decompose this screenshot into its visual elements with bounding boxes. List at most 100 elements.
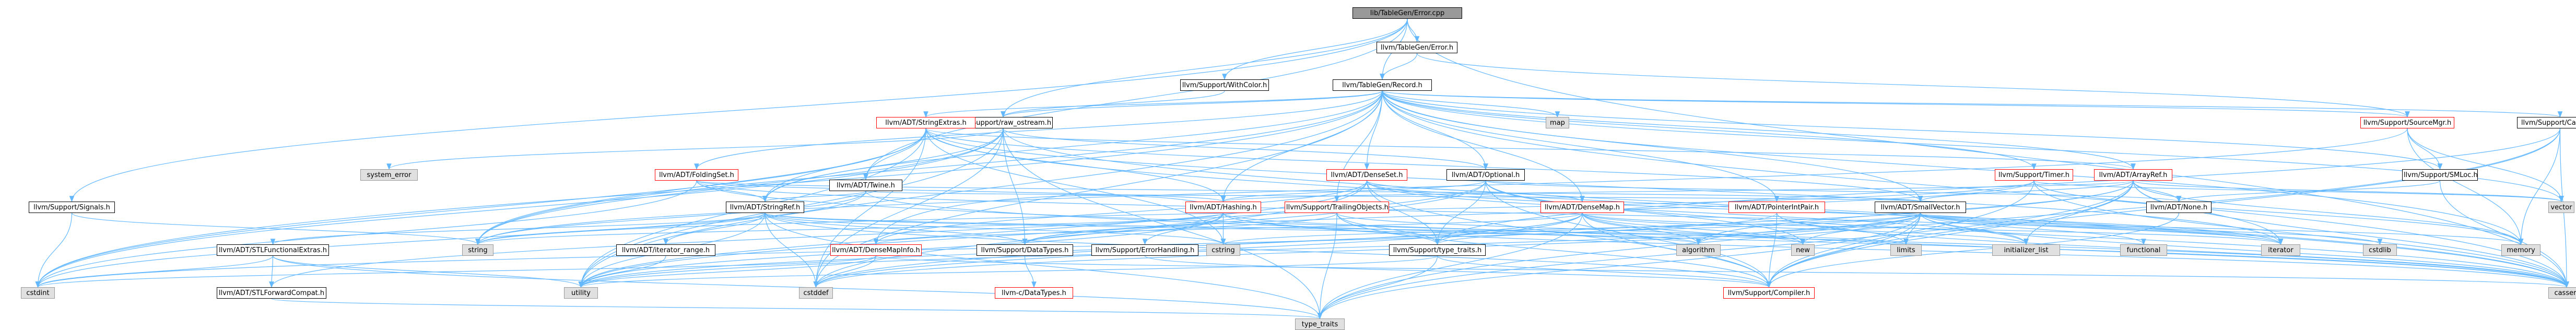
edge-densemap-to-algorithm (1582, 213, 1701, 245)
node-typetraits[interactable]: llvm/Support/type_traits.h (1389, 244, 1486, 256)
node-new: new (1791, 244, 1815, 256)
node-densemap[interactable]: llvm/ADT/DenseMap.h (1540, 202, 1624, 213)
edge-arrayref-to-cstddef (813, 180, 2134, 288)
node-cassert: cassert (2548, 287, 2576, 299)
node-smloc[interactable]: llvm/Support/SMLoc.h (2402, 169, 2478, 181)
edge-stringref-to-type_traits (764, 213, 1323, 320)
node-algorithm: algorithm (1676, 244, 1721, 256)
edge-smallvector-to-cstdlib (1920, 213, 2382, 245)
edge-trailing-to-compiler (1336, 213, 1772, 288)
edge-strext-to-cstdint (35, 128, 926, 288)
edge-twine-to-stringref (762, 191, 866, 203)
edge-typetraits-to-compiler (1437, 255, 1772, 288)
node-label: llvm/TableGen/Record.h (1342, 81, 1422, 89)
node-label: llvm/Support/TrailingObjects.h (1286, 204, 1389, 211)
edge-record-to-cstdint (35, 90, 1383, 288)
edge-typetraits-to-type_traits (1317, 255, 1438, 320)
node-timer[interactable]: llvm/Support/Timer.h (1995, 169, 2073, 181)
edge-record-to-map (1382, 90, 1560, 118)
edge-hashing-to-string (475, 213, 1224, 245)
edge-strext-to-hashing (925, 128, 1226, 203)
edge-rawostream-to-optional (1003, 128, 1488, 170)
node-denseset[interactable]: llvm/ADT/DenseSet.h (1326, 169, 1407, 181)
edge-sourcemgr-to-vector (2407, 128, 2564, 203)
node-cstring: cstring (1206, 244, 1240, 256)
node-withcolor[interactable]: llvm/Support/WithColor.h (1180, 79, 1269, 91)
node-cdatatypes[interactable]: llvm-c/DataTypes.h (995, 287, 1073, 299)
edge-arrayref-to-type_traits (1317, 180, 2134, 320)
node-strext[interactable]: llvm/ADT/StringExtras.h (876, 117, 975, 128)
edge-iterrange-to-utility (578, 255, 666, 288)
node-errhandling[interactable]: llvm/Support/ErrorHandling.h (1091, 244, 1198, 256)
node-trailing[interactable]: llvm/Support/TrailingObjects.h (1285, 202, 1389, 213)
node-ptrintpair[interactable]: llvm/ADT/PointerIntPair.h (1728, 202, 1825, 213)
node-foldingset[interactable]: llvm/ADT/FoldingSet.h (655, 169, 738, 181)
edge-strext-to-arrayref (925, 128, 2136, 170)
node-label: llvm/ADT/DenseMapInfo.h (832, 246, 920, 254)
edge-casting-to-type_traits (1317, 128, 2561, 320)
edge-strext-to-cstddef (813, 128, 926, 288)
node-label: utility (571, 289, 591, 297)
node-label: llvm/TableGen/Error.h (1380, 44, 1454, 52)
node-label: llvm/ADT/StringExtras.h (885, 119, 967, 127)
edge-arrayref-to-smallvector (1918, 180, 2134, 203)
node-initlist: initializer_list (1992, 244, 2060, 256)
node-casting[interactable]: llvm/Support/Casting.h (2517, 117, 2576, 128)
edge-smallvector-to-limits (1903, 213, 1921, 245)
edge-optional-to-utility (578, 180, 1486, 288)
node-stlfunc[interactable]: llvm/ADT/STLFunctionalExtras.h (217, 244, 329, 256)
edge-smallvector-to-cstddef (814, 213, 1921, 288)
node-map: map (1546, 117, 1569, 128)
node-label: llvm/ADT/Hashing.h (1190, 204, 1257, 211)
edge-optional-to-compiler (1485, 180, 1772, 288)
node-datatypes[interactable]: llvm/Support/DataTypes.h (977, 244, 1073, 256)
node-signals[interactable]: llvm/Support/Signals.h (29, 202, 115, 213)
edge-rawostream-to-stringref (762, 128, 1004, 203)
node-smallvector[interactable]: llvm/ADT/SmallVector.h (1875, 202, 1966, 213)
node-rawostream[interactable]: llvm/Support/raw_ostream.h (954, 117, 1053, 128)
edge-stlfwd-to-type_traits (271, 298, 1322, 320)
node-tgerror[interactable]: llvm/TableGen/Error.h (1377, 42, 1457, 53)
node-densemapinfo[interactable]: llvm/ADT/DenseMapInfo.h (830, 244, 922, 256)
edge-smallvector-to-typetraits (1435, 213, 1921, 245)
edge-strext-to-twine (863, 128, 926, 181)
node-label: llvm/Support/type_traits.h (1393, 246, 1482, 254)
node-arrayref[interactable]: llvm/ADT/ArrayRef.h (2094, 169, 2172, 181)
node-record[interactable]: llvm/TableGen/Record.h (1333, 79, 1432, 91)
edge-stringref-to-stlfunc (270, 213, 766, 245)
node-iterrange[interactable]: llvm/ADT/iterator_range.h (616, 244, 715, 256)
edge-strext-to-iterator (925, 128, 2284, 245)
node-label: llvm/Support/raw_ostream.h (955, 119, 1052, 127)
node-label: llvm/ADT/DenseMap.h (1544, 204, 1620, 211)
edge-twine-to-smallvector (865, 191, 1922, 203)
node-utility: utility (564, 287, 598, 299)
node-twine[interactable]: llvm/ADT/Twine.h (829, 180, 902, 191)
edge-denseset-to-utility (578, 180, 1368, 288)
node-none[interactable]: llvm/ADT/None.h (2146, 202, 2212, 213)
edge-tgerror-to-record (1380, 53, 1418, 80)
node-label: llvm/ADT/PointerIntPair.h (1734, 204, 1819, 211)
edge-optional-to-hashing (1220, 180, 1486, 203)
node-label: llvm/ADT/None.h (2150, 204, 2208, 211)
edge-record-to-rawostream (1001, 90, 1383, 118)
edge-timer-to-cassert (2033, 180, 2569, 288)
node-label: limits (1897, 246, 1915, 254)
node-stringref[interactable]: llvm/ADT/StringRef.h (726, 202, 804, 213)
edge-smloc-to-cassert (2439, 180, 2569, 288)
edge-record-to-smloc (1382, 90, 2443, 170)
node-hashing[interactable]: llvm/ADT/Hashing.h (1185, 202, 1261, 213)
edge-stringref-to-compiler (764, 213, 1772, 288)
edge-record-to-strext (923, 90, 1383, 118)
edge-stlfunc-to-stlfwd (269, 255, 274, 288)
node-label: llvm/Support/ErrorHandling.h (1095, 246, 1195, 254)
node-sourcemgr[interactable]: llvm/Support/SourceMgr.h (2360, 117, 2454, 128)
node-label: llvm/Support/SMLoc.h (2404, 171, 2478, 179)
node-label: algorithm (1682, 246, 1715, 254)
edge-optional-to-none (1485, 180, 2181, 203)
node-compiler[interactable]: llvm/Support/Compiler.h (1723, 287, 1815, 299)
node-stlfwd[interactable]: llvm/ADT/STLForwardCompat.h (217, 287, 326, 299)
node-label: llvm/ADT/FoldingSet.h (659, 171, 734, 179)
edge-ptrintpair-to-compiler (1766, 213, 1778, 288)
node-optional[interactable]: llvm/ADT/Optional.h (1446, 169, 1525, 181)
node-label: llvm/Support/SourceMgr.h (2363, 119, 2452, 127)
